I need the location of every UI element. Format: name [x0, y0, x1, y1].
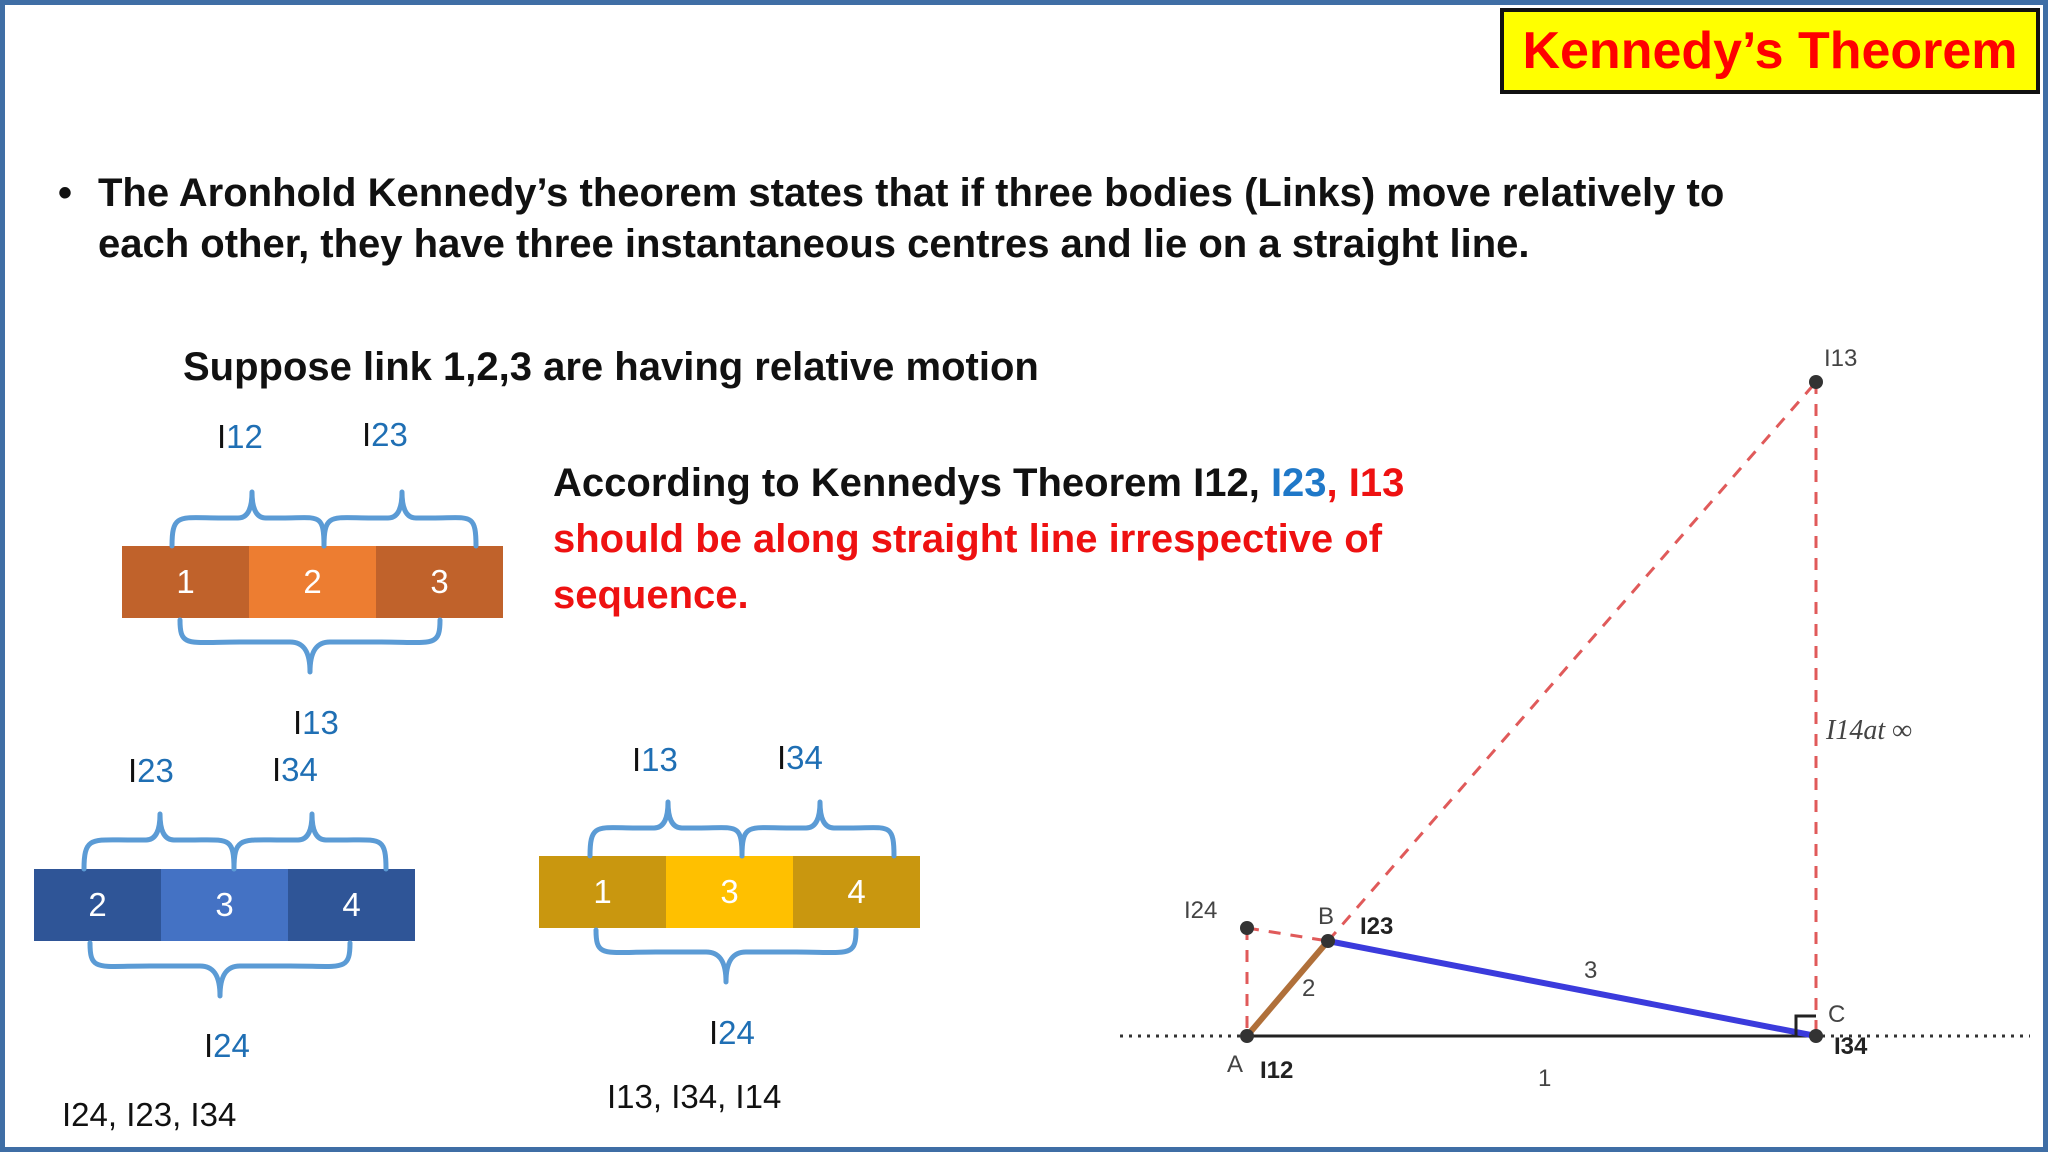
dashed-i24-b: [1246, 926, 1329, 943]
label-i24-point: I24: [1184, 897, 1217, 924]
brace-g3-top1: [587, 799, 745, 859]
label-a: A: [1227, 1051, 1243, 1078]
label-link-1: 1: [1538, 1065, 1551, 1092]
point-b: [1321, 934, 1335, 948]
brace-g1-bottom: [177, 617, 443, 675]
point-i24: [1240, 921, 1254, 935]
link-2: [1244, 939, 1331, 1038]
segment-link-1: 1: [539, 856, 666, 928]
statement-part1: According to Kennedys Theorem I12,: [553, 461, 1271, 505]
bullet-point: • The Aronhold Kennedy’s theorem states …: [58, 168, 1818, 270]
bar-group3: 1 3 4: [539, 856, 920, 928]
segment-link-2: 2: [249, 546, 376, 618]
label-i34-point: I34: [1834, 1033, 1868, 1060]
right-angle-mark: [1794, 1014, 1816, 1036]
segment-link-3: 3: [161, 869, 288, 941]
bullet-marker: •: [58, 171, 73, 215]
brace-g1-top1: [169, 489, 327, 549]
segment-link-4: 4: [288, 869, 415, 941]
label-link-2: 2: [1302, 975, 1315, 1002]
label-g1-bottom: I13: [293, 704, 339, 741]
label-g3-top2: I34: [777, 739, 823, 776]
subheading: Suppose link 1,2,3 are having relative m…: [183, 345, 1039, 389]
bar-group2: 2 3 4: [34, 869, 415, 941]
brace-g3-bottom: [593, 927, 859, 985]
bar-group1: 1 2 3: [122, 546, 503, 618]
title-box: Kennedy’s Theorem: [1500, 8, 2040, 94]
label-g1-top1: I12: [217, 418, 263, 455]
label-b: B: [1318, 903, 1334, 930]
brace-g3-top2: [739, 799, 897, 859]
label-i13-point: I13: [1824, 345, 1857, 372]
brace-g2-top2: [231, 811, 389, 872]
statement-i13: , I13: [1326, 461, 1405, 505]
label-g2-top2: I34: [272, 751, 318, 788]
caption-group3: I13, I34, I14: [607, 1078, 782, 1115]
caption-group2: I24, I23, I34: [62, 1096, 237, 1133]
brace-g1-top2: [321, 489, 479, 549]
theorem-statement: According to Kennedys Theorem I12, I23, …: [553, 455, 1453, 623]
segment-link-2: 2: [34, 869, 161, 941]
label-link-3: 3: [1584, 957, 1597, 984]
statement-part4: should be along straight line irrespecti…: [553, 517, 1383, 617]
statement-i23: I23: [1270, 461, 1327, 505]
dashed-b-i13: [1326, 381, 1818, 942]
segment-link-3: 3: [376, 546, 503, 618]
bullet-text: The Aronhold Kennedy’s theorem states th…: [98, 171, 1725, 266]
segment-link-3: 3: [666, 856, 793, 928]
segment-link-1: 1: [122, 546, 249, 618]
point-a: [1240, 1029, 1254, 1043]
label-i14-infinity: I14at ∞: [1825, 715, 1912, 746]
label-i23-point: I23: [1360, 913, 1393, 940]
label-g1-top2: I23: [362, 416, 408, 453]
label-g2-top1: I23: [128, 752, 174, 789]
label-g2-bottom: I24: [204, 1027, 250, 1064]
brace-g2-bottom: [87, 940, 353, 999]
label-c: C: [1828, 1001, 1845, 1028]
link-3: [1327, 938, 1817, 1039]
label-i12-point: I12: [1260, 1057, 1293, 1084]
label-g3-bottom: I24: [709, 1014, 755, 1051]
point-c: [1809, 1029, 1823, 1043]
brace-g2-top1: [81, 811, 237, 872]
segment-link-4: 4: [793, 856, 920, 928]
point-i13: [1809, 375, 1823, 389]
label-g3-top1: I13: [632, 741, 678, 778]
slide-title: Kennedy’s Theorem: [1522, 22, 2018, 80]
